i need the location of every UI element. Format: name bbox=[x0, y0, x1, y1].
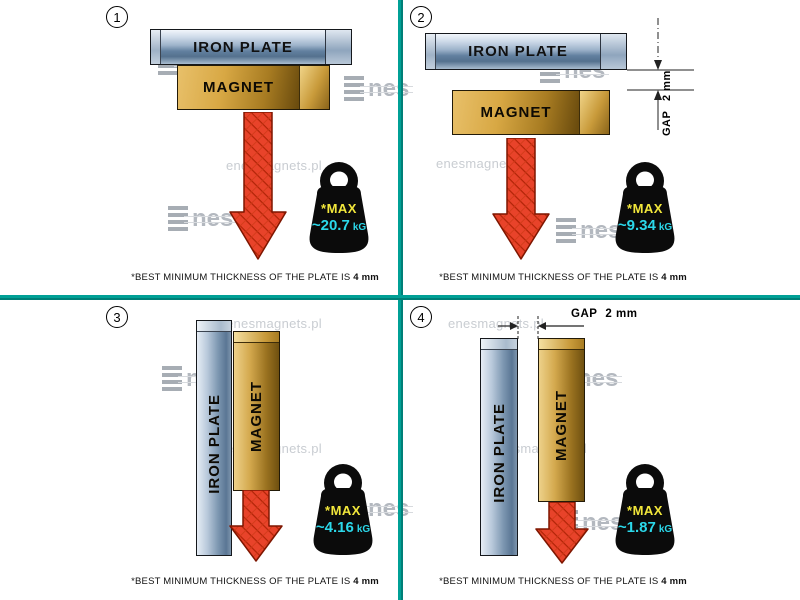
panel-4: 4 enesmagnets.pl enesmagnets.pl nes nes … bbox=[403, 300, 800, 595]
iron-plate: IRON PLATE bbox=[425, 33, 627, 70]
caption: *BEST MINIMUM THICKNESS OF THE PLATE IS … bbox=[131, 576, 379, 587]
magnet: MAGNET bbox=[538, 338, 585, 502]
watermark: enesmagnets.pl bbox=[226, 316, 322, 331]
panel-3: 3 enesmagnets.pl enesmagnets.pl nes nes … bbox=[0, 300, 414, 595]
enes-logo-icon bbox=[168, 206, 188, 231]
enes-logo-icon bbox=[344, 76, 364, 101]
magnet-end-cap bbox=[299, 66, 329, 109]
magnet-label: MAGNET bbox=[553, 390, 570, 461]
force-arrow bbox=[229, 490, 283, 562]
divider-vertical bbox=[398, 0, 403, 600]
plate-end-cap bbox=[600, 34, 626, 69]
magnet-end-cap bbox=[539, 339, 584, 350]
kettlebell-icon bbox=[313, 464, 373, 555]
weight-max-label: *MAX bbox=[321, 201, 357, 216]
weight-max-label: *MAX bbox=[627, 201, 663, 216]
kettlebell-icon bbox=[615, 464, 675, 555]
plate-end-cap bbox=[197, 321, 231, 332]
kettlebell-icon bbox=[615, 162, 675, 253]
panel-1: 1 enesmagnets.pl nes nes nes IRON PLATE … bbox=[0, 0, 414, 295]
enes-logo-icon bbox=[556, 218, 576, 243]
magnet-label: MAGNET bbox=[248, 381, 265, 452]
plate-end-cap bbox=[426, 34, 436, 69]
panel-number: 1 bbox=[106, 6, 128, 28]
magnet-label: MAGNET bbox=[203, 79, 274, 96]
caption: *BEST MINIMUM THICKNESS OF THE PLATE IS … bbox=[131, 272, 379, 283]
magnet-end-cap bbox=[234, 332, 279, 343]
divider-horizontal bbox=[0, 295, 800, 300]
iron-plate-label: IRON PLATE bbox=[205, 393, 223, 494]
enes-logo: nes bbox=[168, 206, 238, 231]
plate-end-cap bbox=[481, 339, 517, 350]
caption: *BEST MINIMUM THICKNESS OF THE PLATE IS … bbox=[439, 272, 687, 283]
magnet-label: MAGNET bbox=[480, 104, 552, 121]
iron-plate: IRON PLATE bbox=[480, 338, 518, 556]
force-arrow bbox=[535, 502, 589, 564]
plate-end-cap bbox=[325, 30, 351, 64]
panel-number: 4 bbox=[410, 306, 432, 328]
force-arrow bbox=[492, 138, 550, 260]
gap-dimension bbox=[627, 18, 694, 130]
force-arrow bbox=[229, 112, 287, 260]
panel-2: 2 enesmagnets.pl nes nes IRON PLATE MAGN… bbox=[403, 0, 800, 295]
gap-label: GAP2 mm bbox=[661, 69, 673, 136]
iron-plate: IRON PLATE bbox=[196, 320, 232, 556]
weight-max-label: *MAX bbox=[325, 503, 361, 518]
magnet: MAGNET bbox=[233, 331, 280, 491]
enes-logo: nes bbox=[556, 218, 626, 243]
iron-plate: IRON PLATE bbox=[150, 29, 352, 65]
gap-dimension bbox=[498, 316, 584, 340]
magnet: MAGNET bbox=[452, 90, 610, 135]
iron-plate-label: IRON PLATE bbox=[490, 402, 508, 503]
panel-number: 2 bbox=[410, 6, 432, 28]
magnet-end-cap bbox=[579, 91, 609, 134]
iron-plate-label: IRON PLATE bbox=[193, 38, 293, 56]
weight-max-label: *MAX bbox=[627, 503, 663, 518]
panel-number: 3 bbox=[106, 306, 128, 328]
caption: *BEST MINIMUM THICKNESS OF THE PLATE IS … bbox=[439, 576, 687, 587]
kettlebell-icon bbox=[309, 162, 369, 253]
enes-logo-icon bbox=[162, 366, 182, 391]
watermark: enesmagnets.pl bbox=[448, 316, 544, 331]
plate-end-cap bbox=[151, 30, 161, 64]
magnet: MAGNET bbox=[177, 65, 330, 110]
iron-plate-label: IRON PLATE bbox=[468, 43, 568, 60]
